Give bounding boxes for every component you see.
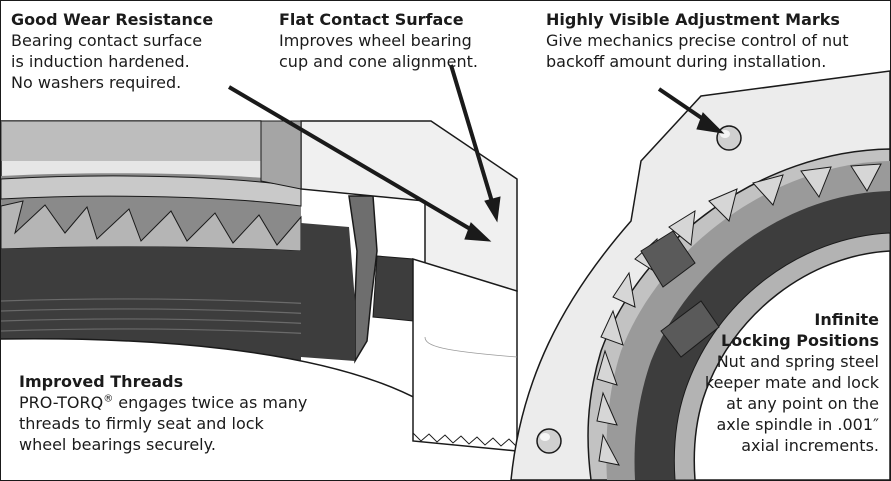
callout-body: Nut and spring steel keeper mate and loc… (704, 352, 879, 455)
callout-title: Improved Threads (19, 372, 184, 391)
callout-body: PRO-TORQ® engages twice as many threads … (19, 392, 307, 455)
callout-flat-contact: Flat Contact Surface Improves wheel bear… (279, 9, 478, 72)
callout-title-line2: Locking Positions (721, 331, 879, 350)
leader-arrows (227, 64, 725, 242)
callout-body: Bearing contact surface is induction har… (11, 31, 203, 92)
callout-title: Good Wear Resistance (11, 10, 214, 29)
callout-title: Highly Visible Adjustment Marks (546, 10, 840, 29)
callout-title-line1: Infinite (814, 310, 879, 329)
callout-body: Give mechanics precise control of nut ba… (546, 31, 849, 71)
brand-name: PRO-TORQ (19, 393, 104, 412)
callout-wear-resistance: Good Wear Resistance Bearing contact sur… (11, 9, 213, 93)
registered-mark: ® (103, 393, 114, 405)
callout-adjustment-marks: Highly Visible Adjustment Marks Give mec… (546, 9, 849, 72)
callout-locking-positions: Infinite Locking Positions Nut and sprin… (705, 309, 879, 456)
right-nut-ring (510, 70, 890, 480)
callout-improved-threads: Improved Threads PRO-TORQ® engages twice… (19, 371, 307, 455)
callout-body-rest: engages twice as many threads to firmly … (19, 393, 308, 454)
callout-body: Improves wheel bearing cup and cone alig… (279, 31, 478, 71)
callout-title: Flat Contact Surface (279, 10, 464, 29)
left-nut-cutaway (1, 120, 518, 480)
